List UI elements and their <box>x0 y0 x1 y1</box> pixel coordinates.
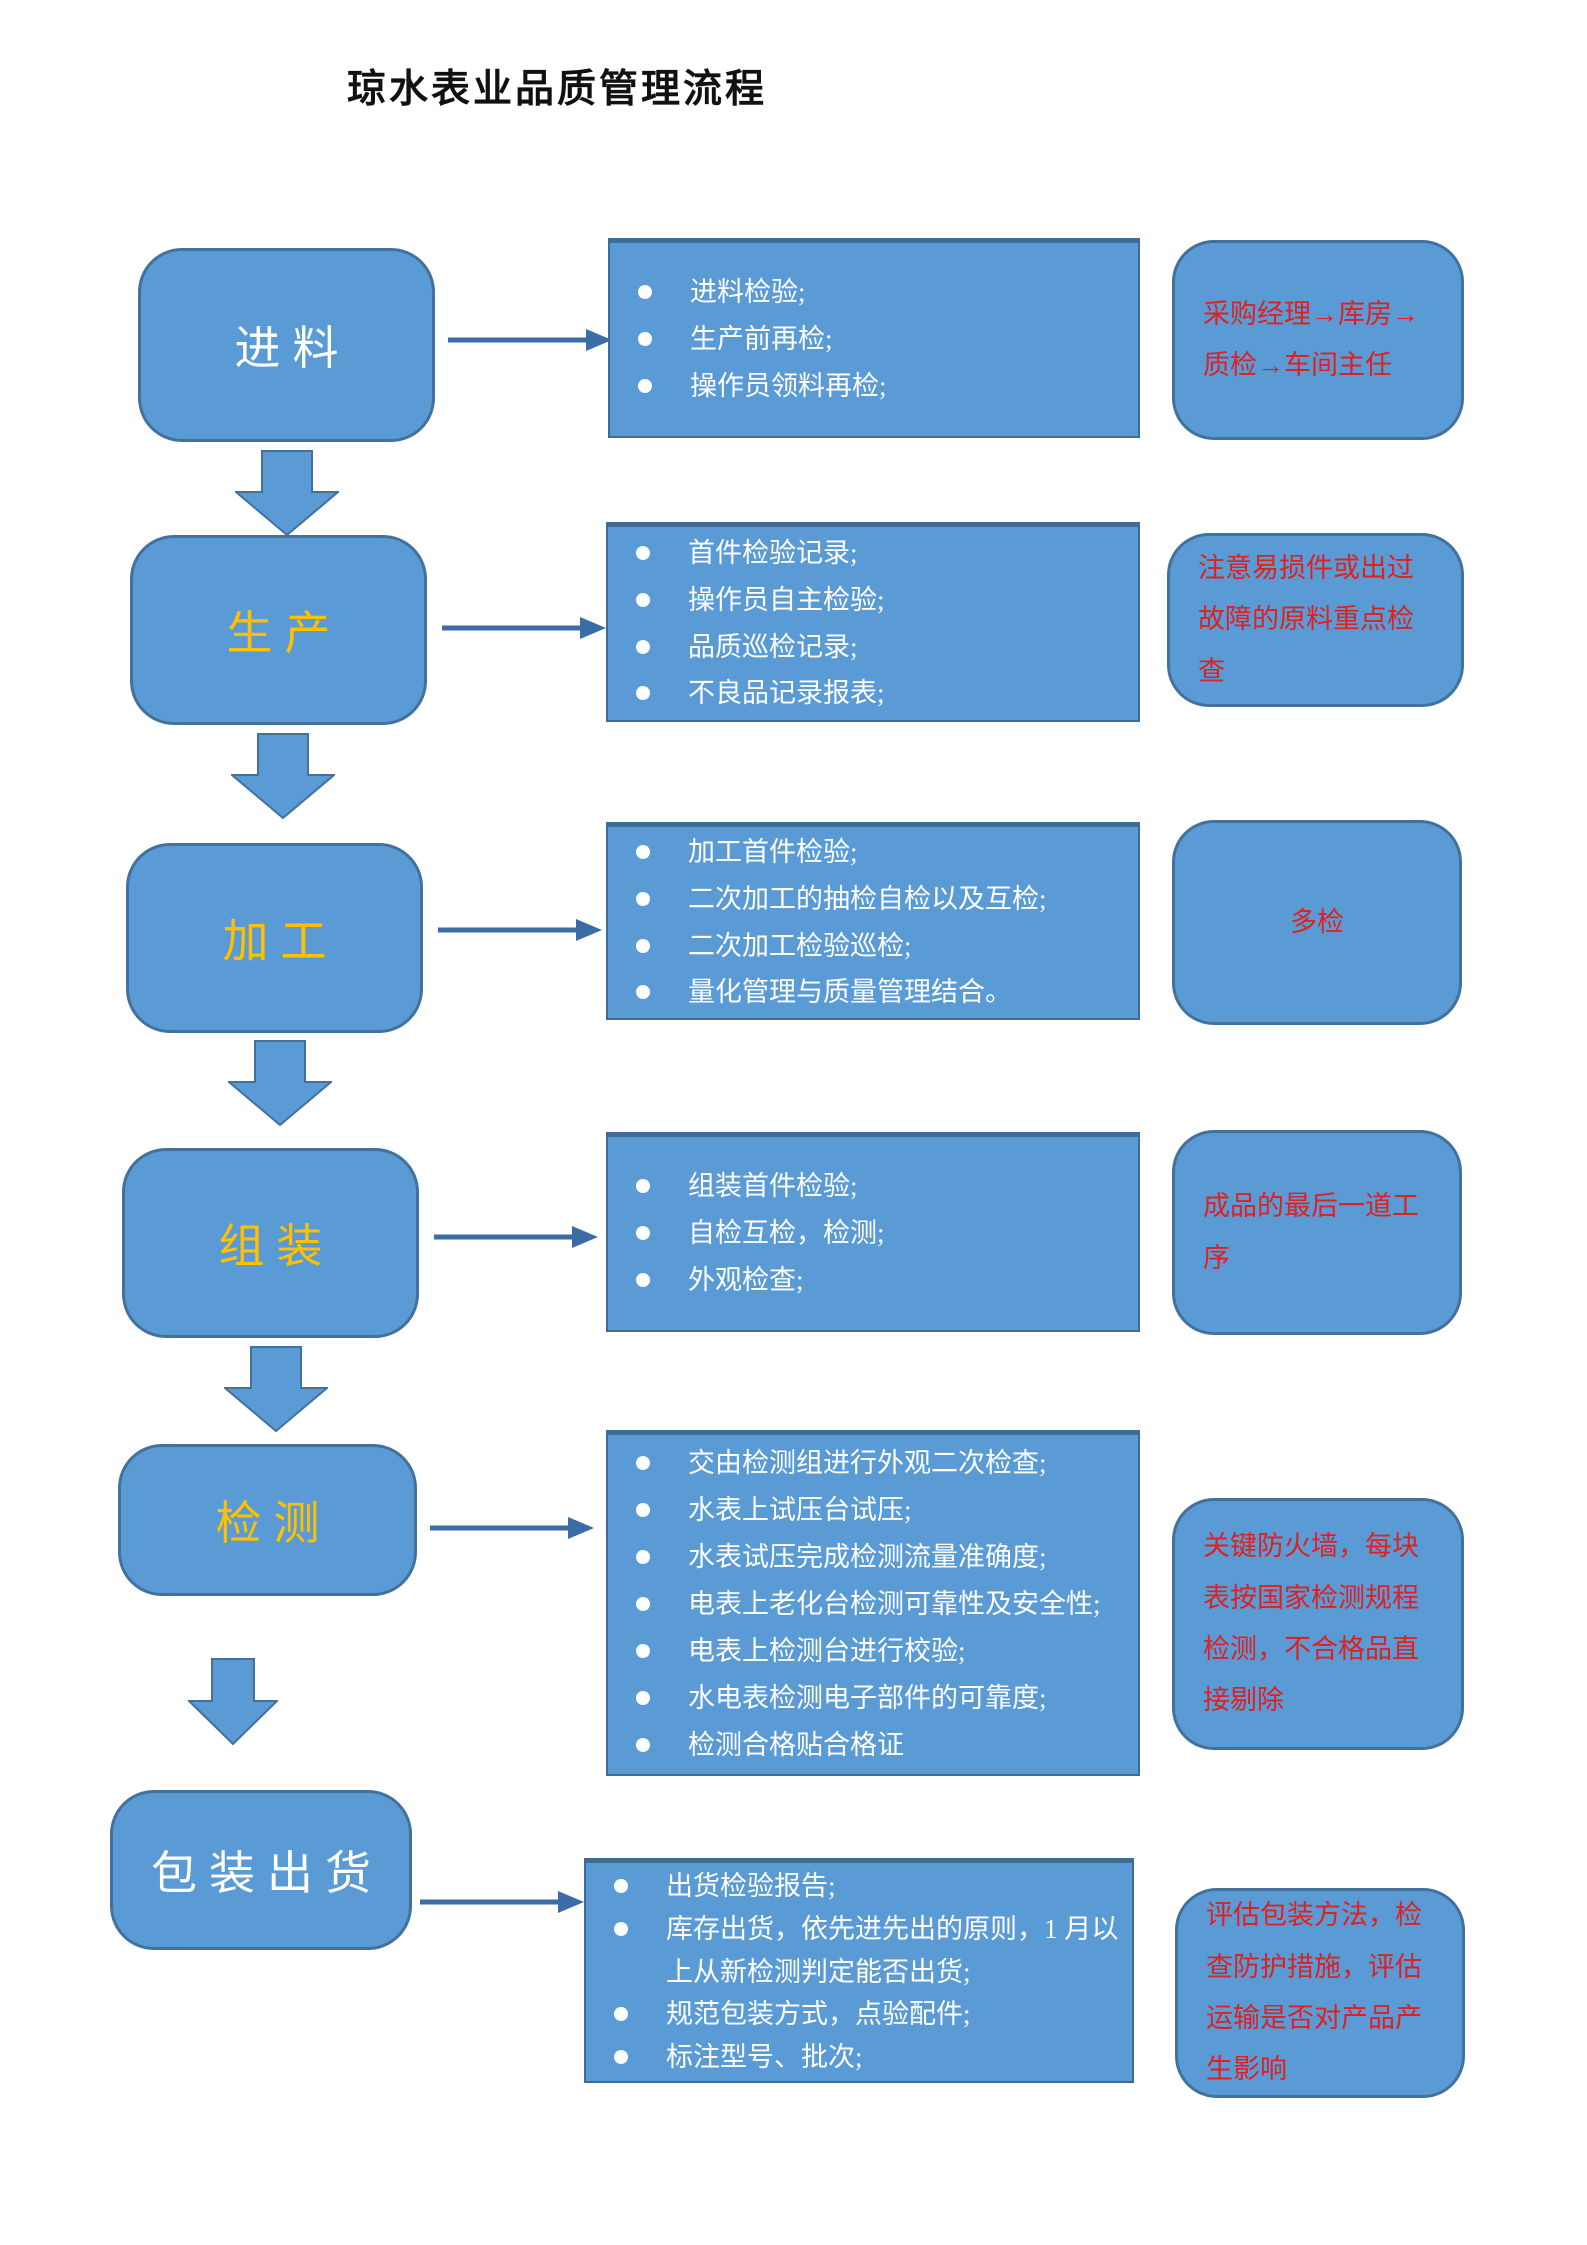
bullet-icon <box>638 378 652 393</box>
down-arrow-icon <box>224 1346 328 1432</box>
bullet-icon <box>636 1690 650 1705</box>
list-item: 量化管理与质量管理结合。 <box>608 969 1138 1016</box>
stage-label: 检测 <box>215 1498 332 1549</box>
list-item: 操作员领料再检; <box>610 363 1138 410</box>
note-box-assembly: 成品的最后一道工序 <box>1172 1130 1462 1335</box>
list-item: 品质巡检记录; <box>608 624 1138 671</box>
right-arrow-icon <box>442 617 606 639</box>
bullet-icon <box>636 592 650 607</box>
note-box-testing: 关键防火墙，每块表按国家检测规程检测，不合格品直接剔除 <box>1172 1498 1464 1750</box>
right-arrow-icon <box>430 1517 594 1539</box>
list-item: 电表上老化台检测可靠性及安全性; <box>608 1581 1138 1628</box>
right-arrow-icon <box>434 1226 598 1248</box>
list-item: 交由检测组进行外观二次检查; <box>608 1440 1138 1487</box>
note-text: 成品的最后一道工序 <box>1203 1191 1419 1273</box>
stage-box-packing-shipping: 包装出货 <box>110 1790 412 1950</box>
list-item: 标注型号、批次; <box>586 2036 1132 2079</box>
bullet-icon <box>636 1503 650 1518</box>
detail-box-incoming: 进料检验; 生产前再检; 操作员领料再检; <box>608 238 1140 438</box>
list-item: 进料检验; <box>610 269 1138 316</box>
list-item: 首件检验记录; <box>608 530 1138 577</box>
stage-label: 包装出货 <box>151 1848 383 1899</box>
list-item: 组装首件检验; <box>608 1163 1138 1210</box>
note-text: 关键防火墙，每块表按国家检测规程检测，不合格品直接剔除 <box>1203 1531 1419 1716</box>
bullet-icon <box>636 545 650 560</box>
list-item: 加工首件检验; <box>608 829 1138 876</box>
bullet-icon <box>636 1456 650 1471</box>
stage-box-testing: 检测 <box>118 1444 417 1596</box>
page-title: 琼水表业品质管理流程 <box>346 68 767 111</box>
note-text: 注意易损件或出过故障的原料重点检查 <box>1198 553 1414 686</box>
bullet-icon <box>614 2049 628 2064</box>
stage-box-assembly: 组装 <box>122 1148 419 1338</box>
bullet-icon <box>636 1737 650 1752</box>
detail-box-assembly: 组装首件检验; 自检互检，检测; 外观检查; <box>606 1132 1140 1332</box>
bullet-icon <box>614 2007 628 2022</box>
list-item: 生产前再检; <box>610 316 1138 363</box>
down-arrow-icon <box>231 733 335 819</box>
note-text: 采购经理→库房→质检→车间主任 <box>1203 298 1419 380</box>
stage-label: 进料 <box>234 323 351 374</box>
note-box-processing: 多检 <box>1172 820 1462 1025</box>
list-item: 二次加工的抽检自检以及互检; <box>608 876 1138 923</box>
bullet-icon <box>636 1550 650 1565</box>
bullet-icon <box>636 844 650 859</box>
right-arrow-icon <box>438 919 602 941</box>
bullet-icon <box>638 332 652 347</box>
list-item: 规范包装方式，点验配件; <box>586 1993 1132 2036</box>
stage-label: 加工 <box>222 916 339 967</box>
list-item: 水表试压完成检测流量准确度; <box>608 1534 1138 1581</box>
list-item: 操作员自主检验; <box>608 577 1138 624</box>
list-item: 库存出货，依先进先出的原则，1 月以上从新检测判定能否出货; <box>586 1908 1132 1993</box>
bullet-icon <box>636 1643 650 1658</box>
bullet-icon <box>636 1272 650 1287</box>
list-item: 自检互检，检测; <box>608 1210 1138 1257</box>
bullet-icon <box>636 1597 650 1612</box>
note-box-production: 注意易损件或出过故障的原料重点检查 <box>1167 533 1464 707</box>
list-item: 出货检验报告; <box>586 1865 1132 1908</box>
stage-label: 组装 <box>218 1221 335 1272</box>
list-item: 电表上检测台进行校验; <box>608 1628 1138 1675</box>
down-arrow-icon <box>188 1658 278 1745</box>
note-text: 评估包装方法，检查防护措施，评估运输是否对产品产生影响 <box>1206 1900 1422 2085</box>
stage-box-processing: 加工 <box>126 843 423 1033</box>
stage-label: 生产 <box>226 608 343 659</box>
down-arrow-icon <box>228 1040 332 1126</box>
stage-box-incoming: 进料 <box>138 248 435 442</box>
bullet-icon <box>638 285 652 300</box>
bullet-icon <box>636 938 650 953</box>
right-arrow-icon <box>448 329 612 351</box>
list-item: 检测合格贴合格证 <box>608 1722 1138 1769</box>
detail-box-testing: 交由检测组进行外观二次检查; 水表上试压台试压; 水表试压完成检测流量准确度; … <box>606 1430 1140 1776</box>
list-item: 水电表检测电子部件的可靠度; <box>608 1675 1138 1722</box>
bullet-icon <box>636 639 650 654</box>
detail-box-processing: 加工首件检验; 二次加工的抽检自检以及互检; 二次加工检验巡检; 量化管理与质量… <box>606 822 1140 1020</box>
bullet-icon <box>614 1879 628 1894</box>
stage-box-production: 生产 <box>130 535 427 725</box>
detail-box-production: 首件检验记录; 操作员自主检验; 品质巡检记录; 不良品记录报表; <box>606 522 1140 722</box>
bullet-icon <box>636 686 650 701</box>
list-item: 二次加工检验巡检; <box>608 923 1138 970</box>
detail-box-packing-shipping: 出货检验报告; 库存出货，依先进先出的原则，1 月以上从新检测判定能否出货; 规… <box>584 1858 1134 2083</box>
down-arrow-icon <box>235 450 339 536</box>
note-box-packing-shipping: 评估包装方法，检查防护措施，评估运输是否对产品产生影响 <box>1175 1888 1465 2098</box>
bullet-icon <box>636 985 650 1000</box>
list-item: 不良品记录报表; <box>608 670 1138 717</box>
list-item: 水表上试压台试压; <box>608 1487 1138 1534</box>
bullet-icon <box>636 1226 650 1241</box>
note-text: 多检 <box>1290 906 1344 937</box>
bullet-icon <box>636 891 650 906</box>
bullet-icon <box>636 1179 650 1194</box>
note-box-incoming: 采购经理→库房→质检→车间主任 <box>1172 240 1464 440</box>
bullet-icon <box>614 1922 628 1937</box>
right-arrow-icon <box>420 1891 584 1913</box>
list-item: 外观检查; <box>608 1257 1138 1304</box>
